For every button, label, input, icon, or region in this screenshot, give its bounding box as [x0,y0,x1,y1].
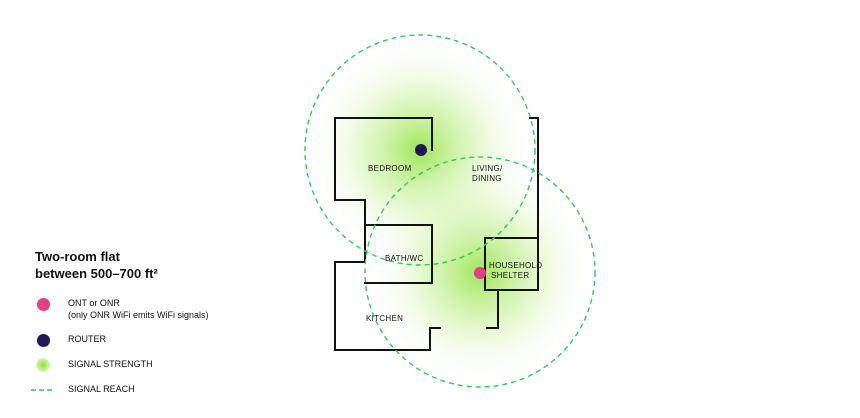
legend-label-router: ROUTER [68,334,106,344]
walls [334,117,539,351]
ont-marker [474,267,486,279]
legend-label-ont: ONT or ONR [68,298,120,308]
legend-label-signal-strength: SIGNAL STRENGTH [68,359,153,369]
legend-item-signal-strength: SIGNAL STRENGTH [30,358,153,372]
room-label-kitchen: KITCHEN [366,314,403,323]
room-label-shelter-1: HOUSEHOLD [489,261,542,270]
dashed-line-icon [30,383,56,397]
signal-reach-ont [364,156,596,388]
legend-title-line-2: between 500–700 ft² [35,266,158,281]
router-marker [415,144,427,156]
legend-label-signal-reach: SIGNAL REACH [68,384,135,394]
legend-sublabel-ont: (only ONR WiFi emits WiFi signals) [68,310,209,320]
legend-item-ont: ONT or ONR (only ONR WiFi emits WiFi sig… [30,297,209,321]
navy-dot-icon [30,333,56,347]
signal-reach-router [304,34,536,266]
legend-item-router: ROUTER [30,333,106,347]
room-label-bedroom: BEDROOM [368,164,411,173]
room-label-bath: BATH/WC [385,254,423,263]
magenta-dot-icon [30,297,56,311]
legend-title-line-1: Two-room flat [35,249,120,264]
green-glow-dot-icon [30,358,56,372]
legend-title: Two-room flat between 500–700 ft² [35,248,158,282]
room-label-living-1: LIVING/ [472,164,503,173]
room-label-shelter-2: SHELTER [491,271,529,280]
legend-item-signal-reach: SIGNAL REACH [30,383,135,397]
room-label-living-2: DINING [472,174,502,183]
